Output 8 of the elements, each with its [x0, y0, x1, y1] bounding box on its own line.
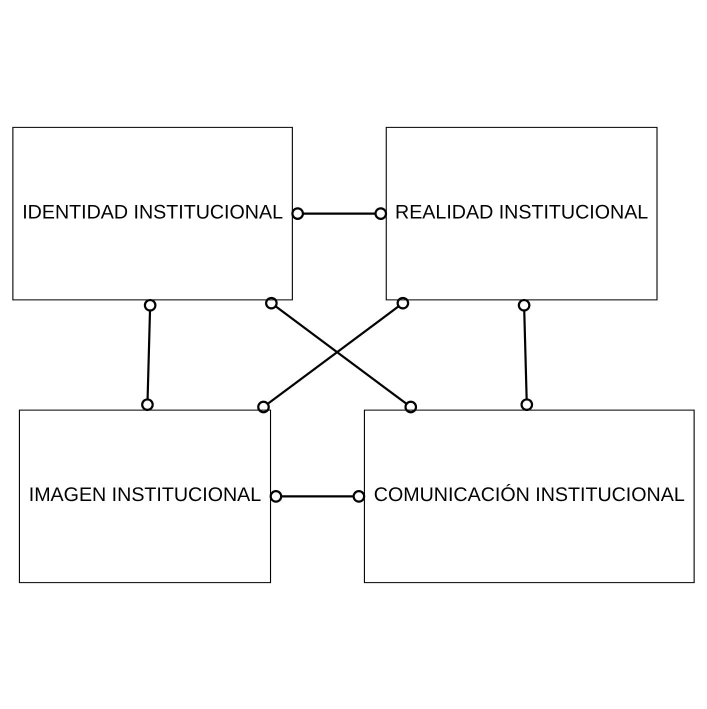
node-box: COMUNICACIÓN INSTITUCIONAL — [364, 409, 695, 583]
connector — [518, 298, 534, 410]
node-box: IDENTIDAD INSTITUCIONAL — [12, 126, 293, 300]
connector — [291, 206, 388, 220]
connector — [141, 298, 156, 410]
connector — [270, 490, 366, 502]
node-box: IMAGEN INSTITUCIONAL — [18, 409, 272, 583]
node-box: REALIDAD INSTITUCIONAL — [386, 126, 658, 300]
